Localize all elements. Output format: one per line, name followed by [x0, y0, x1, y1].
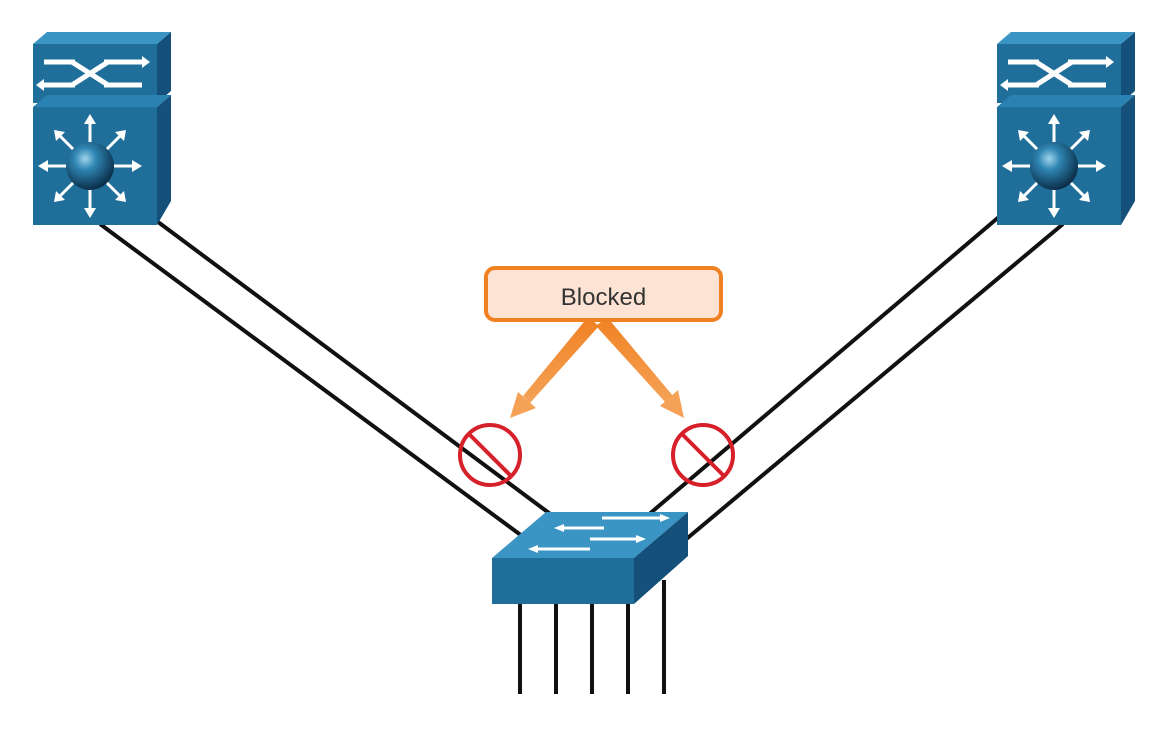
device-top: [492, 512, 688, 558]
router-sphere: [66, 142, 114, 190]
multilayer-switch-left[interactable]: [33, 32, 171, 225]
uplinks: [98, 214, 1065, 548]
right-uplink-1: [645, 214, 1002, 518]
arrowhead-left: [510, 392, 536, 418]
device-front: [492, 558, 634, 604]
multilayer-switch-right[interactable]: [997, 32, 1135, 225]
device-top: [997, 32, 1135, 44]
device-front: [997, 44, 1121, 103]
blocked-port-icon-left: [458, 423, 522, 487]
device-side: [634, 512, 688, 604]
device-side: [157, 32, 171, 103]
left-uplink-2: [148, 214, 555, 518]
callout-label: Blocked: [561, 284, 646, 311]
blocked-callout-arrows: [510, 317, 684, 418]
blocked-port-icon-right: [671, 423, 735, 487]
crossbar-icon: [1008, 59, 1106, 88]
blocked-callout: Blocked: [484, 266, 723, 322]
left-uplink-1: [98, 222, 524, 538]
access-port-drops: [518, 580, 666, 694]
router-sphere: [1030, 142, 1078, 190]
device-top: [997, 95, 1135, 107]
crossbar-icon: [44, 59, 142, 88]
arrow-to-right-block: [596, 317, 673, 403]
switch-arrows-icon: [538, 516, 660, 551]
device-top: [33, 95, 171, 107]
device-front: [33, 44, 157, 103]
device-side: [1121, 95, 1135, 225]
arrow-to-left-block: [523, 317, 599, 403]
access-switch[interactable]: [492, 512, 688, 604]
right-uplink-2: [676, 222, 1065, 548]
arrowhead-right: [660, 390, 684, 418]
device-side: [157, 95, 171, 225]
device-top: [33, 32, 171, 44]
device-side: [1121, 32, 1135, 103]
callout-box: [484, 266, 723, 322]
